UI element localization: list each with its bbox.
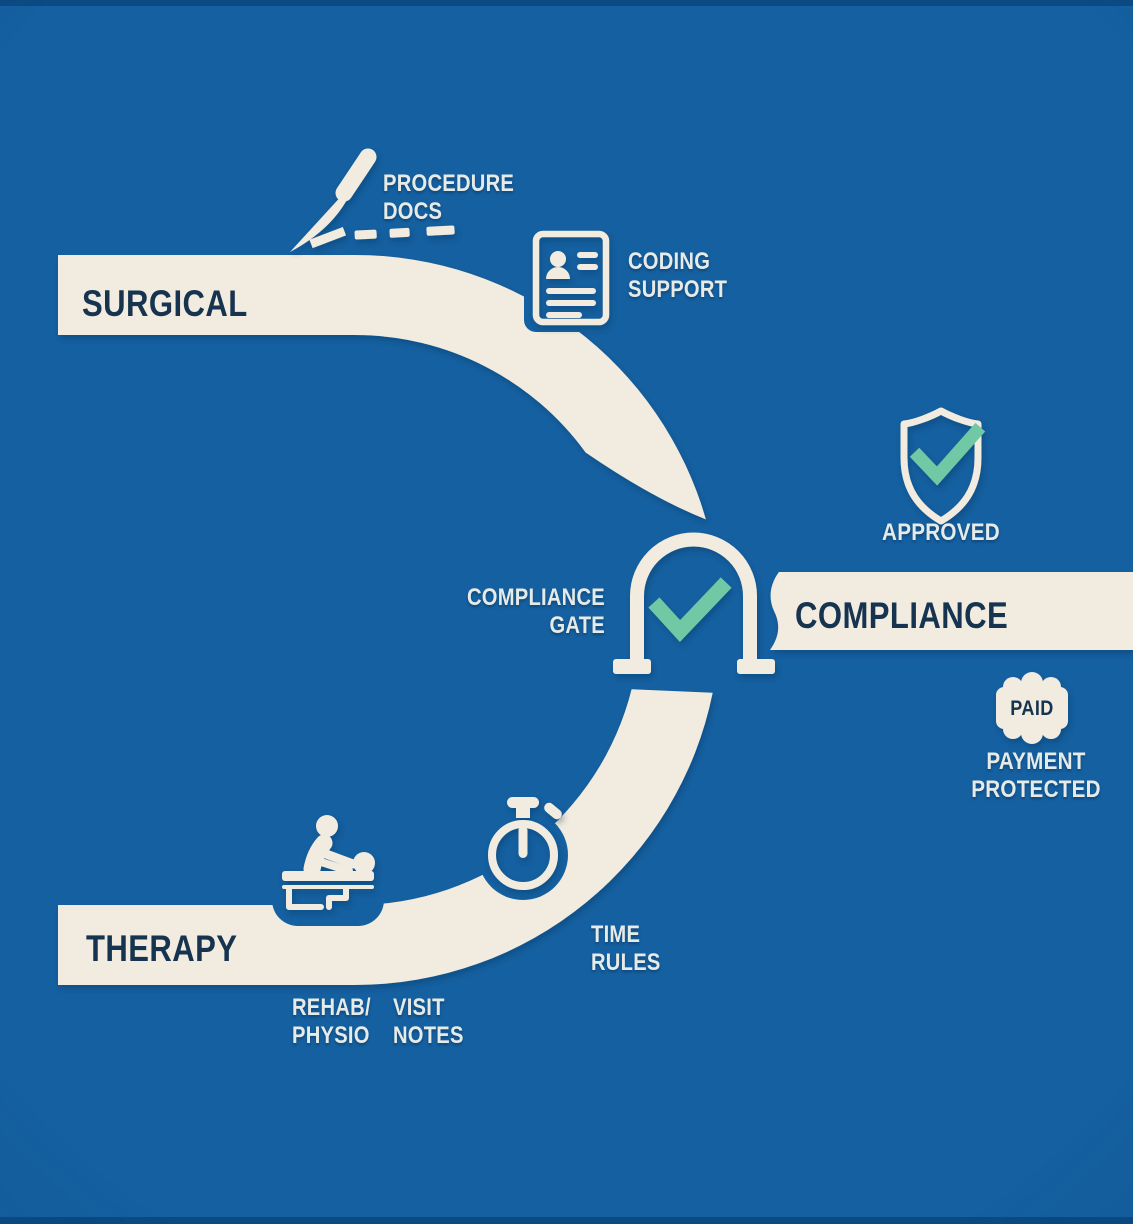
therapy-road — [58, 689, 713, 985]
coding-support-line1: CODING — [628, 248, 711, 275]
compliance-gate-line1: COMPLIANCE — [466, 584, 605, 611]
time-rules-line2: RULES — [591, 949, 661, 976]
paid-badge-label: PAID — [1010, 697, 1054, 720]
visit-notes-line1: VISIT — [393, 994, 445, 1021]
surgical-lane-label: SURGICAL — [82, 283, 248, 324]
physio-icon — [282, 815, 375, 910]
rehab-physio-label: REHAB/PHYSIO — [292, 994, 371, 1050]
therapy-lane-label: THERAPY — [86, 928, 238, 969]
bottom-edge-strip — [0, 1217, 1133, 1224]
document-icon — [532, 230, 610, 326]
payment-line1: PAYMENT — [986, 748, 1086, 775]
visit-notes-line2: NOTES — [393, 1022, 464, 1049]
approved-label: APPROVED — [882, 519, 1000, 546]
coding-support-line2: SUPPORT — [628, 276, 728, 303]
procedure-docs-line2: DOCS — [383, 198, 443, 225]
compliance-lane-label: COMPLIANCE — [795, 595, 1009, 636]
icons-group — [282, 148, 1068, 910]
shield-checkmark-icon — [909, 422, 986, 486]
rehab-physio-line2: PHYSIO — [292, 1022, 370, 1049]
stopwatch-icon — [488, 797, 562, 890]
compliance-gate-icon — [613, 532, 775, 674]
top-edge-strip — [0, 0, 1133, 6]
payment-line2: PROTECTED — [971, 776, 1101, 803]
paid-stamp-icon — [996, 672, 1068, 744]
procedure-docs-line1: PROCEDURE — [383, 170, 515, 197]
scalpel-icon — [290, 148, 455, 252]
shield-check-icon — [900, 407, 986, 525]
compliance-gate-line2: GATE — [549, 612, 605, 639]
rehab-physio-line1: REHAB/ — [292, 994, 371, 1021]
gate-checkmark-icon — [648, 577, 732, 642]
compliance-road — [770, 572, 1133, 650]
time-rules-line1: TIME — [591, 921, 641, 948]
